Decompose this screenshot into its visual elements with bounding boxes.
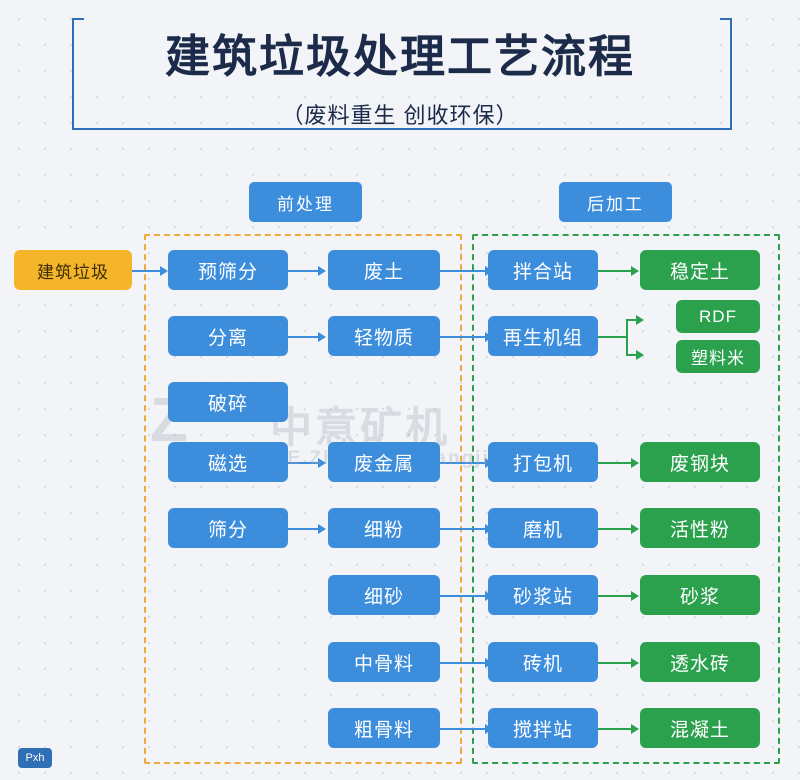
connector (598, 528, 634, 530)
node-mid-4[interactable]: 细粉 (328, 508, 440, 548)
connector (132, 270, 162, 272)
arrow-icon (631, 524, 639, 534)
arrow-icon (318, 458, 326, 468)
node-product-4[interactable]: 废钢块 (640, 442, 760, 482)
node-product-1[interactable]: 稳定土 (640, 250, 760, 290)
connector (598, 462, 634, 464)
node-post-5[interactable]: 砂浆站 (488, 575, 598, 615)
node-pre-5[interactable]: 筛分 (168, 508, 288, 548)
node-source[interactable]: 建筑垃圾 (14, 250, 132, 290)
connector (440, 595, 488, 597)
connector (440, 336, 488, 338)
connector (288, 462, 320, 464)
node-post-2[interactable]: 再生机组 (488, 316, 598, 356)
arrow-icon (318, 524, 326, 534)
node-pre-2[interactable]: 分离 (168, 316, 288, 356)
connector (440, 462, 488, 464)
node-product-6[interactable]: 砂浆 (640, 575, 760, 615)
node-post-4[interactable]: 磨机 (488, 508, 598, 548)
page-title: 建筑垃圾处理工艺流程 (164, 31, 635, 82)
node-post-6[interactable]: 砖机 (488, 642, 598, 682)
arrow-icon (631, 591, 639, 601)
node-post-3[interactable]: 打包机 (488, 442, 598, 482)
node-pre-1[interactable]: 预筛分 (168, 250, 288, 290)
connector (598, 728, 634, 730)
section-header-post: 后加工 (559, 182, 672, 222)
connector (288, 528, 320, 530)
connector (598, 270, 634, 272)
node-product-5[interactable]: 活性粉 (640, 508, 760, 548)
connector (440, 528, 488, 530)
node-product-2[interactable]: RDF (676, 300, 760, 333)
node-product-7[interactable]: 透水砖 (640, 642, 760, 682)
section-header-pre: 前处理 (249, 182, 362, 222)
connector (440, 270, 488, 272)
arrow-icon (636, 315, 644, 325)
arrow-icon (631, 266, 639, 276)
arrow-icon (631, 658, 639, 668)
connector (440, 662, 488, 664)
node-mid-5[interactable]: 细砂 (328, 575, 440, 615)
connector (626, 319, 638, 321)
connector (440, 728, 488, 730)
node-product-8[interactable]: 混凝土 (640, 708, 760, 748)
arrow-icon (160, 266, 168, 276)
arrow-icon (318, 332, 326, 342)
node-post-7[interactable]: 搅拌站 (488, 708, 598, 748)
node-pre-3[interactable]: 破碎 (168, 382, 288, 422)
corner-badge: Pxh (18, 748, 52, 768)
node-mid-2[interactable]: 轻物质 (328, 316, 440, 356)
node-mid-6[interactable]: 中骨料 (328, 642, 440, 682)
title-frame-mask (84, 10, 720, 72)
node-mid-1[interactable]: 废土 (328, 250, 440, 290)
node-pre-4[interactable]: 磁选 (168, 442, 288, 482)
group-frame-post (472, 234, 780, 764)
connector (598, 662, 634, 664)
arrow-icon (318, 266, 326, 276)
node-product-3[interactable]: 塑料米 (676, 340, 760, 373)
arrow-icon (636, 350, 644, 360)
arrow-icon (631, 724, 639, 734)
connector (598, 336, 628, 338)
node-mid-3[interactable]: 废金属 (328, 442, 440, 482)
connector (288, 270, 320, 272)
connector (288, 336, 320, 338)
connector (598, 595, 634, 597)
connector (626, 320, 628, 356)
group-frame-pre (144, 234, 462, 764)
node-post-1[interactable]: 拌合站 (488, 250, 598, 290)
node-mid-7[interactable]: 粗骨料 (328, 708, 440, 748)
connector (626, 354, 638, 356)
arrow-icon (631, 458, 639, 468)
page-subtitle: （废料重生 创收环保） (281, 103, 519, 128)
